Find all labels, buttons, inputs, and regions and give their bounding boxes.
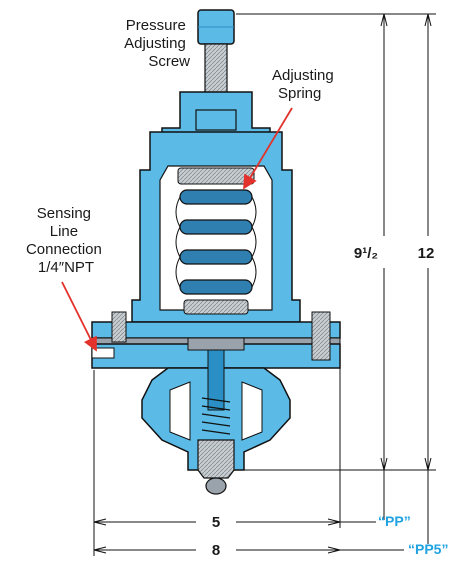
spring-label: Adjusting Spring <box>272 67 338 102</box>
pressure-screw-label: Pressure Adjusting Screw <box>124 17 190 70</box>
dim-width-large: 8 <box>212 542 220 559</box>
dim-width-small: 5 <box>212 514 220 531</box>
dimension-lines <box>93 13 436 556</box>
flange <box>91 311 341 369</box>
dim-height-short: 9¹/₂ <box>354 245 378 262</box>
svg-text:“PP”: “PP” <box>378 513 411 529</box>
sensing-label: Sensing Line Connection 1/4″NPT <box>26 205 106 276</box>
dim-height-tall: 12 <box>418 245 435 262</box>
svg-text:“PP5”: “PP5” <box>408 541 448 557</box>
lower-body <box>141 349 291 495</box>
model-pp5-label: “PP5” <box>408 541 448 557</box>
model-pp-label: “PP” <box>378 513 411 529</box>
sensing-leader <box>61 281 97 352</box>
adjusting-spring <box>175 167 257 315</box>
spring-leader <box>243 107 293 190</box>
